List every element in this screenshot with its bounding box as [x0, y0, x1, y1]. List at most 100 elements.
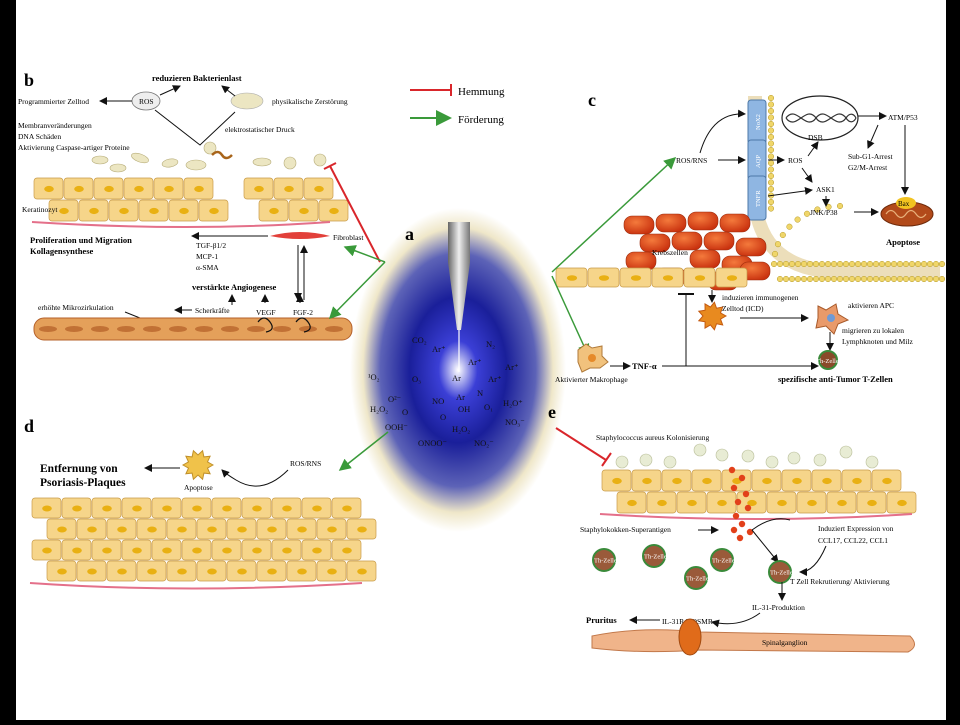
cell-nucleus — [657, 499, 667, 507]
cell-nucleus — [134, 185, 144, 193]
c-cell-membrane — [767, 94, 946, 283]
species-label: Ar⁺ — [432, 344, 445, 354]
cell-nucleus — [717, 499, 727, 507]
cell-nucleus — [807, 499, 817, 507]
bacterium — [313, 153, 327, 167]
bacterium — [639, 453, 653, 467]
panel-letter-a: a — [405, 224, 414, 244]
cell-nucleus — [72, 505, 82, 512]
cell-nucleus — [662, 275, 674, 281]
cell-nucleus — [147, 526, 157, 533]
e-ganglion: Spinalganglion — [762, 638, 808, 647]
b-keratinocyte-layer — [31, 177, 349, 228]
cell-nucleus — [87, 568, 97, 575]
cell-nucleus — [702, 477, 712, 485]
th-cell — [642, 544, 666, 568]
cancer-cell — [639, 233, 671, 253]
cell-nucleus — [867, 499, 877, 507]
c-keratinocyte-strip — [555, 267, 748, 288]
bacterium — [741, 449, 755, 463]
b-caspase: Aktivierung Caspase-artiger Proteine — [18, 143, 130, 152]
species-label: H₂O₂ — [370, 404, 388, 414]
cell-nucleus — [566, 275, 578, 281]
c-icd-1: induzieren immunogenen — [722, 293, 799, 302]
cancer-cell — [689, 249, 721, 269]
e-recruitment: T Zell Rekrutierung/ Aktivierung — [790, 577, 890, 586]
panel-b: b reduzieren Bakterienlast ROS Programmi… — [18, 70, 386, 341]
cancer-cell — [735, 237, 767, 257]
cell-nucleus — [642, 477, 652, 485]
th-cell — [710, 548, 734, 572]
e-nerve-fiber — [591, 629, 915, 653]
b-angiogenesis: verstärkte Angiogenese — [192, 282, 277, 292]
e-il31: IL-31-Produktion — [752, 603, 805, 612]
species-label: H₂O₂ — [452, 424, 470, 434]
species-label: NO — [432, 396, 444, 406]
b-blood-vessel — [33, 317, 353, 341]
cell-nucleus — [207, 526, 217, 533]
cell-nucleus — [897, 499, 907, 507]
th-cell — [768, 560, 792, 584]
bacterium — [283, 156, 297, 170]
cell-nucleus — [254, 185, 264, 193]
th-cell-label: Th-Zelle — [770, 570, 793, 577]
cell-nucleus — [192, 505, 202, 512]
panel-letter-d: d — [24, 416, 34, 436]
cell-nucleus — [74, 185, 84, 193]
c-ask1: ASK1 — [816, 185, 835, 194]
cell-nucleus — [297, 568, 307, 575]
cell-nucleus — [267, 526, 277, 533]
cell-nucleus — [237, 568, 247, 575]
c-th-cell: Th-Zelle — [816, 358, 839, 365]
th-cell-label: Th-Zelle — [712, 558, 735, 565]
th-cell — [592, 548, 616, 572]
b-shear: Scherkräfte — [195, 306, 230, 315]
legend-promotion: Förderung — [458, 114, 504, 126]
c-migrate-2: Lymphknoten und Milz — [842, 337, 914, 346]
cancer-cell — [655, 213, 687, 233]
cell-nucleus — [117, 526, 127, 533]
species-label: N₂ — [486, 339, 495, 349]
bacterium — [813, 453, 827, 467]
vessel-cell — [91, 326, 109, 332]
cell-nucleus — [882, 477, 892, 485]
legend: Hemmung Förderung — [410, 84, 505, 126]
e-bacteria — [615, 443, 879, 469]
species-label: CO₂ — [412, 335, 427, 345]
cell-nucleus — [777, 499, 787, 507]
bacterium — [203, 141, 217, 155]
th-cell-label: Th-Zelle — [644, 554, 667, 561]
plasma-glow — [350, 208, 566, 532]
cell-nucleus — [299, 207, 309, 215]
species-label: Ar⁺ — [505, 362, 518, 372]
cell-nucleus — [59, 207, 69, 215]
superantigen — [742, 490, 750, 498]
th-cell — [684, 566, 708, 590]
species-label: NO₂⁻ — [474, 438, 494, 448]
cancer-cell — [719, 213, 751, 233]
b-vegf: VEGF — [256, 308, 276, 317]
b-mcp: MCP-1 — [196, 252, 218, 261]
cell-nucleus — [267, 568, 277, 575]
cell-nucleus — [612, 477, 622, 485]
species-label: O — [440, 412, 446, 422]
bacterium — [252, 157, 272, 167]
c-ros-rns: ROS/RNS — [676, 156, 707, 165]
c-bax: Bax — [898, 200, 910, 208]
c-nox2: NoX2 — [755, 114, 762, 130]
c-apc: aktivieren APC — [848, 301, 894, 310]
b-fibroblast: Fibroblast — [333, 233, 364, 242]
th-cell-label: Th-Zelle — [594, 558, 617, 565]
cell-nucleus — [342, 547, 352, 554]
cell-nucleus — [209, 207, 219, 215]
vessel-cell — [299, 326, 317, 332]
cell-nucleus — [87, 526, 97, 533]
superantigen — [730, 526, 738, 534]
c-receptor-tnfr — [747, 175, 767, 221]
b-collagen: Kollagensynthese — [30, 246, 94, 256]
b-tgf: TGF-β1/2 — [196, 241, 226, 250]
cell-nucleus — [726, 275, 738, 281]
c-th-cell-circle — [818, 350, 838, 370]
b-proliferation: Proliferation und Migration — [30, 235, 132, 245]
c-icd-2: Zelltod (ICD) — [722, 304, 764, 313]
